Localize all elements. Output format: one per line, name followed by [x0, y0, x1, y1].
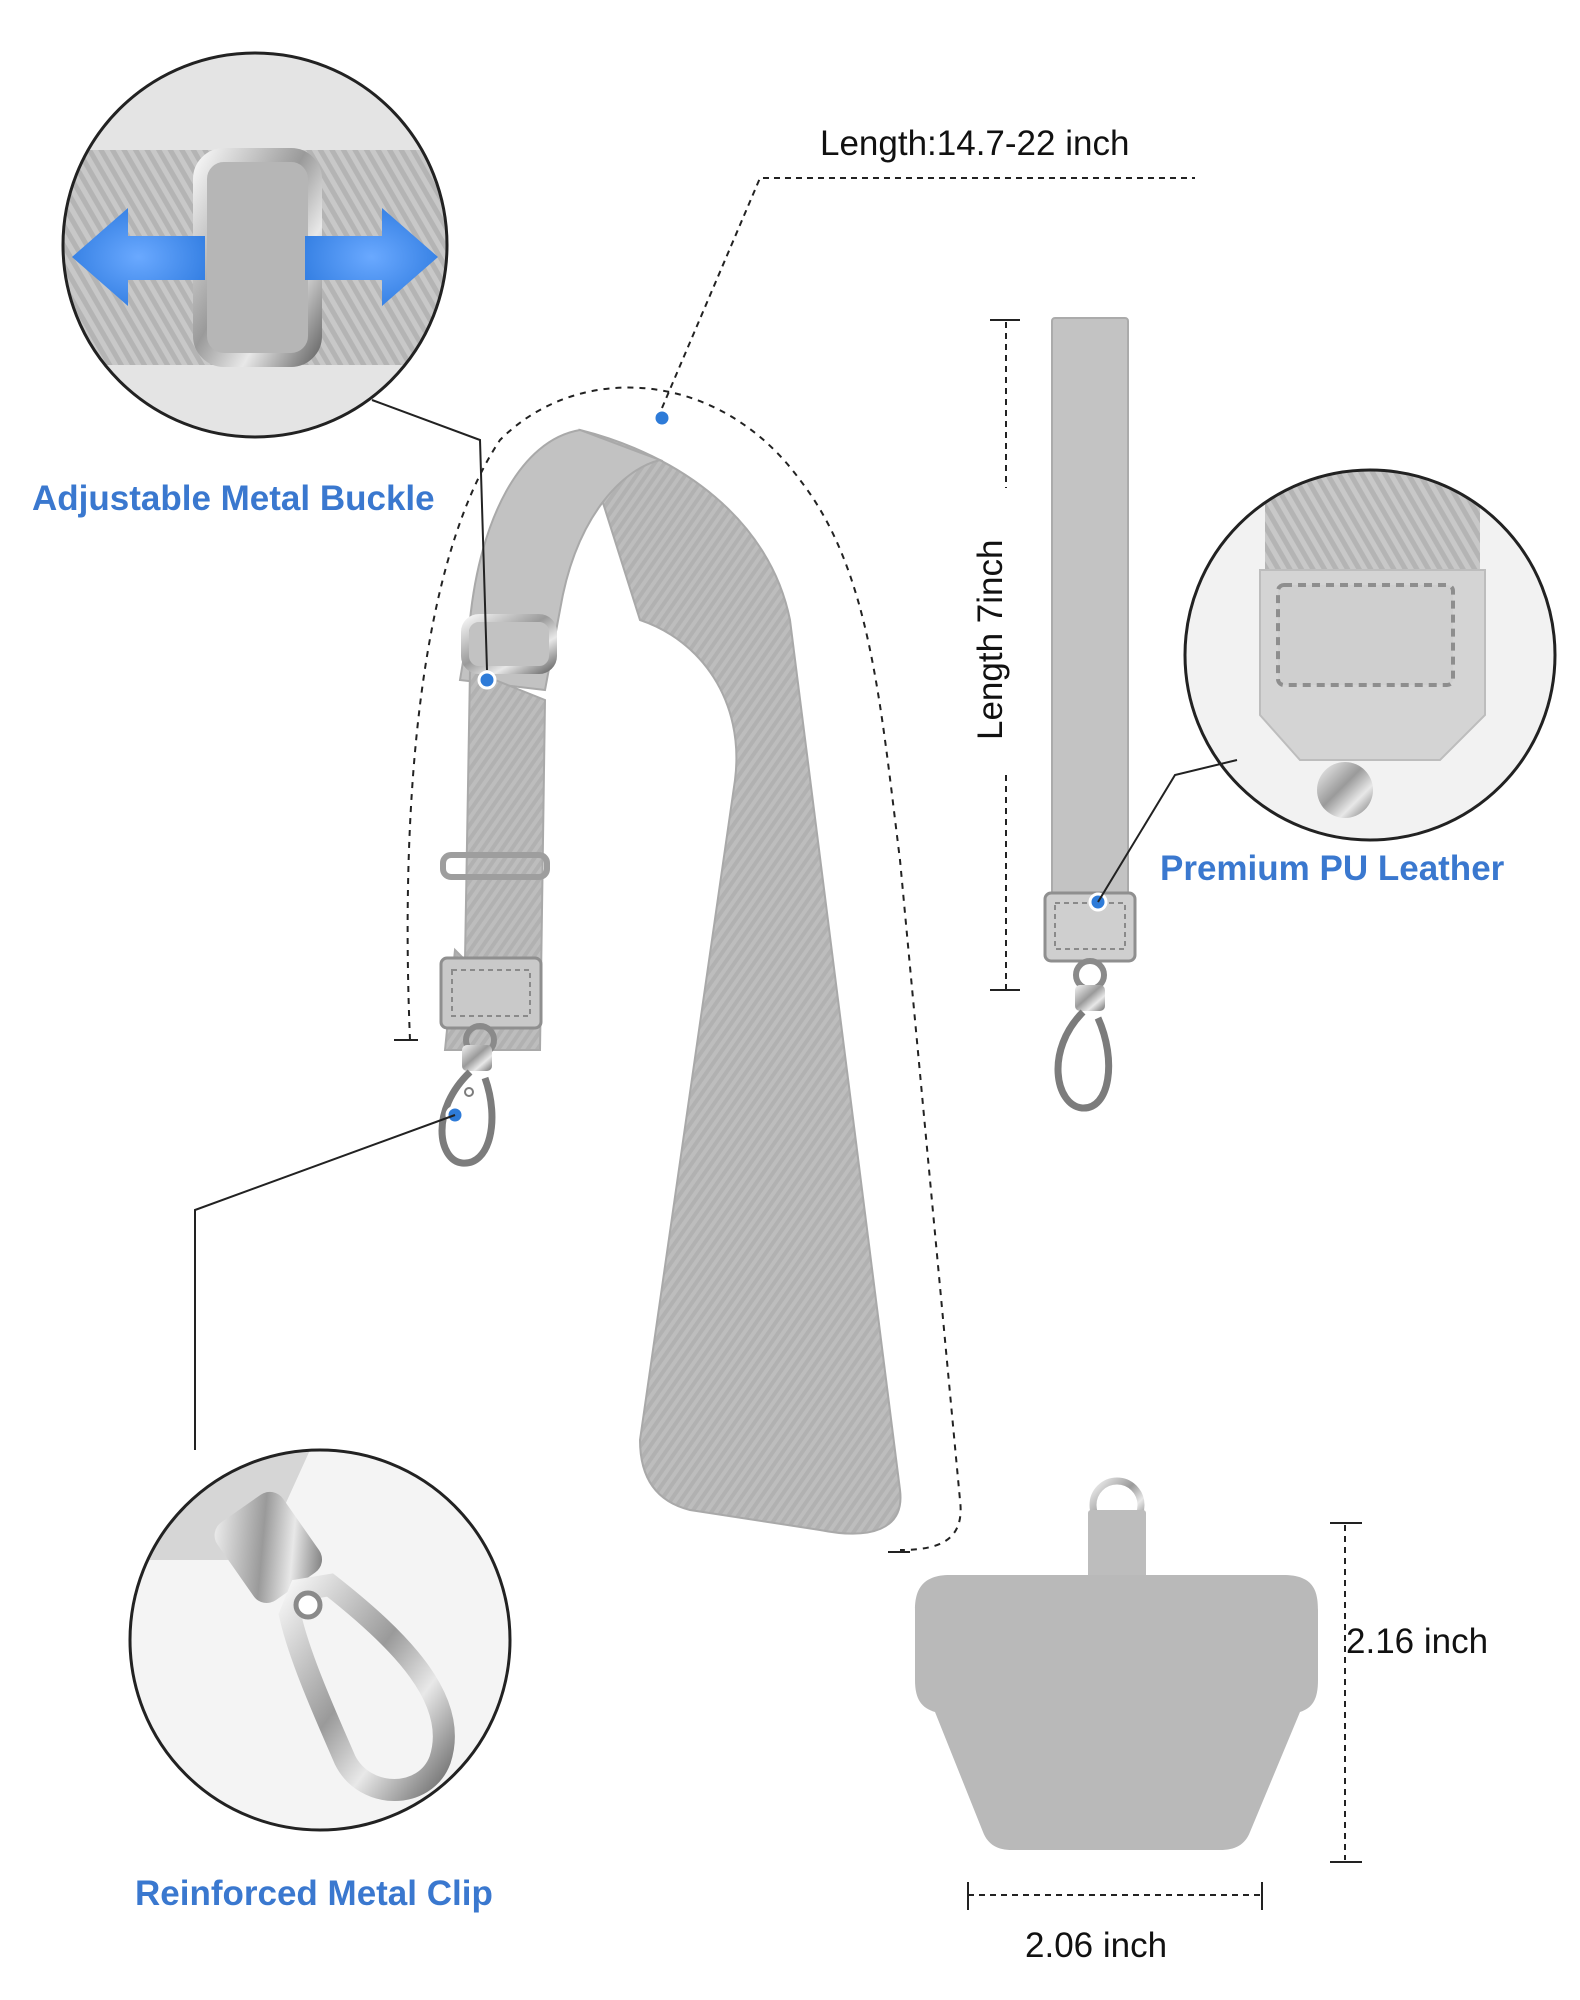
length-long-label: Length:14.7-22 inch [820, 124, 1129, 163]
leather-label: Premium PU Leather [1160, 849, 1505, 888]
leather-zoom [1097, 468, 1557, 903]
snap-hook-icon [438, 1023, 497, 1167]
metal-buckle-icon [461, 614, 557, 674]
clip-zoom [128, 1114, 512, 1832]
short-strap [990, 317, 1137, 1112]
height-patch-label: 2.16 inch [1346, 1622, 1488, 1661]
width-patch-label: 2.06 inch [1025, 1926, 1167, 1965]
length-short-label: Length 7inch [971, 540, 1010, 740]
phone-patch [915, 1477, 1362, 1910]
long-strap [394, 177, 1195, 1553]
buckle-zoom [61, 51, 488, 671]
double-arrow-icon [72, 208, 438, 306]
clip-label: Reinforced Metal Clip [135, 1874, 493, 1913]
buckle-label: Adjustable Metal Buckle [32, 479, 435, 518]
